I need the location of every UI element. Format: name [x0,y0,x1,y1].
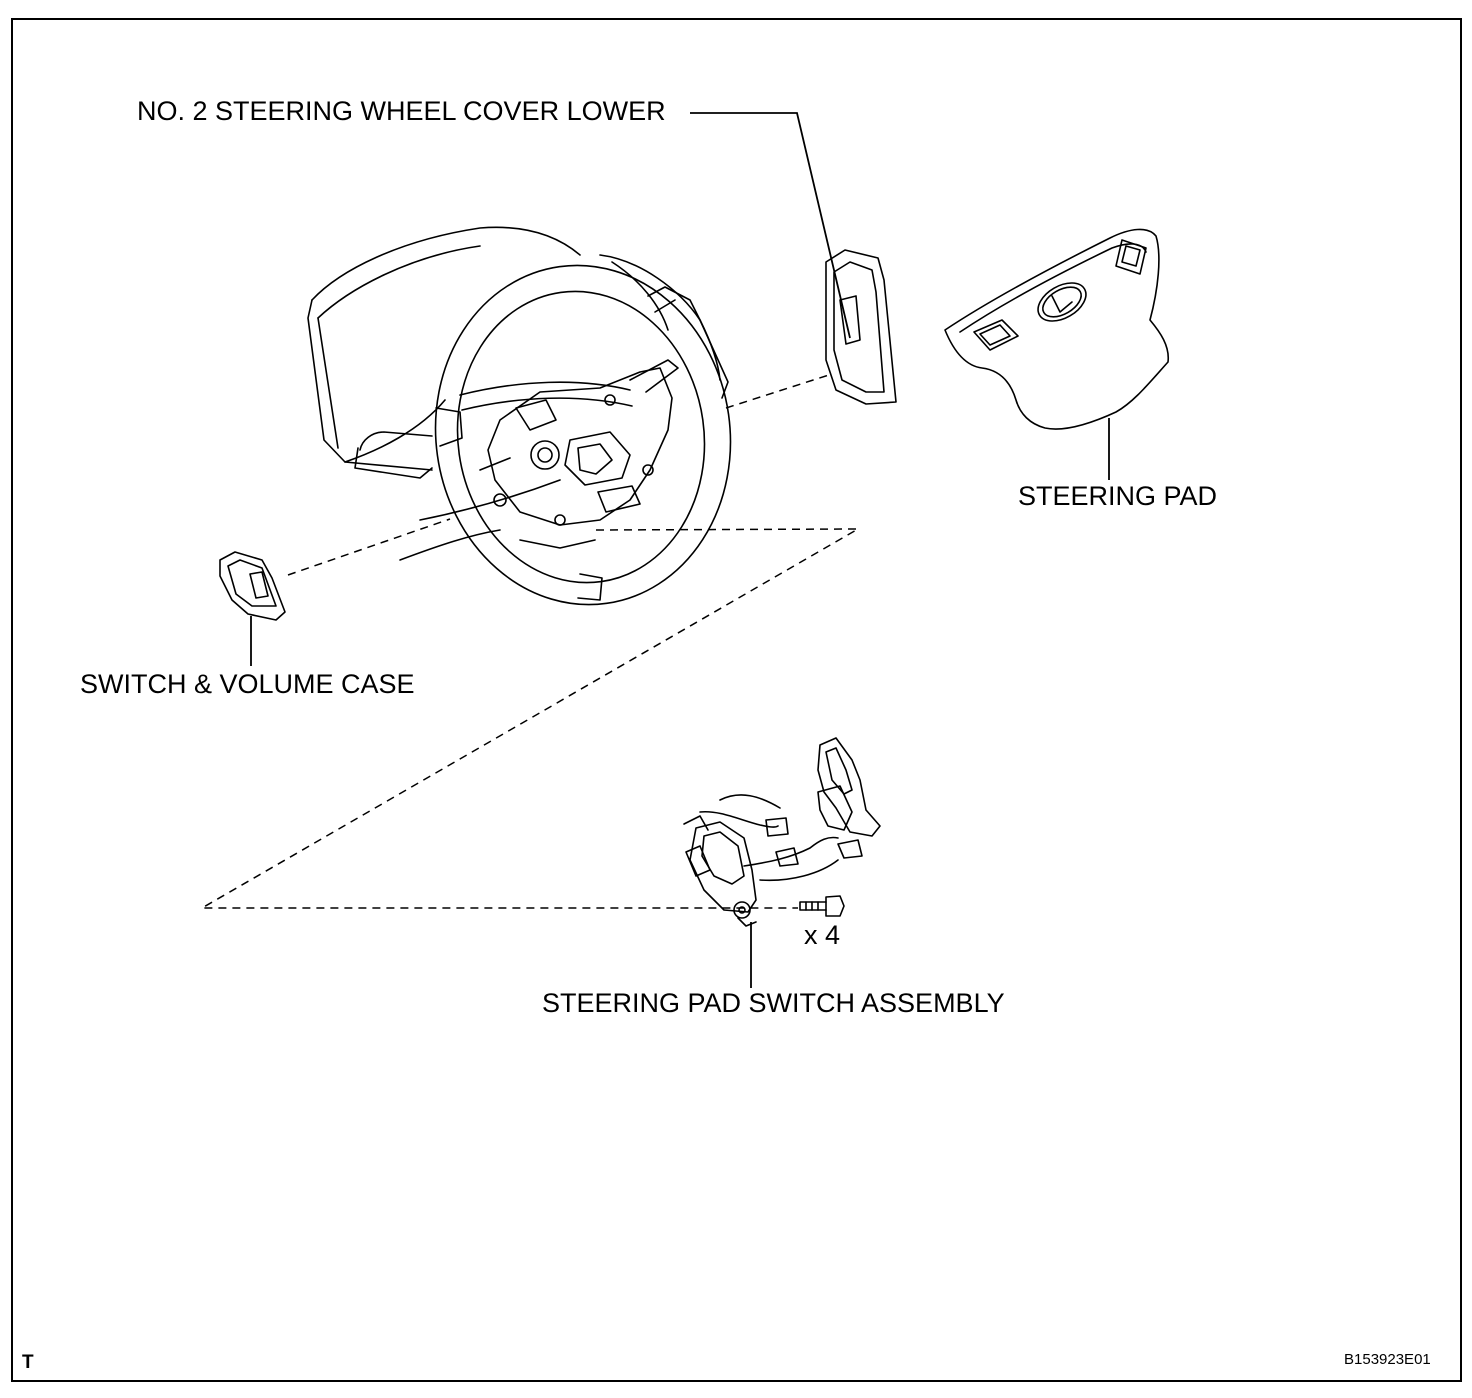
steering-wheel-illustration [434,264,732,606]
pad-switch-assembly-illustration [683,737,881,927]
switch-volume-case-illustration [219,551,286,621]
dashboard-illustration [307,226,729,561]
cover-lower-illustration [825,249,897,405]
label-steering-pad: STEERING PAD [1018,481,1218,511]
diagram-frame [11,18,1462,1382]
label-bolt-quantity: x 4 [804,920,841,950]
projection-lines [199,373,861,909]
bolt-illustration [799,895,845,917]
steering-pad-illustration [944,228,1170,430]
label-pad-switch-assembly: STEERING PAD SWITCH ASSEMBLY [542,988,1005,1018]
label-switch-volume-case: SWITCH & VOLUME CASE [80,669,415,699]
figure-code: B153923E01 [1344,1351,1431,1368]
leader-cover-lower [690,112,851,339]
label-cover-lower: NO. 2 STEERING WHEEL COVER LOWER [137,96,666,126]
leader-lines [250,112,1110,988]
corner-mark: T [22,1352,34,1373]
